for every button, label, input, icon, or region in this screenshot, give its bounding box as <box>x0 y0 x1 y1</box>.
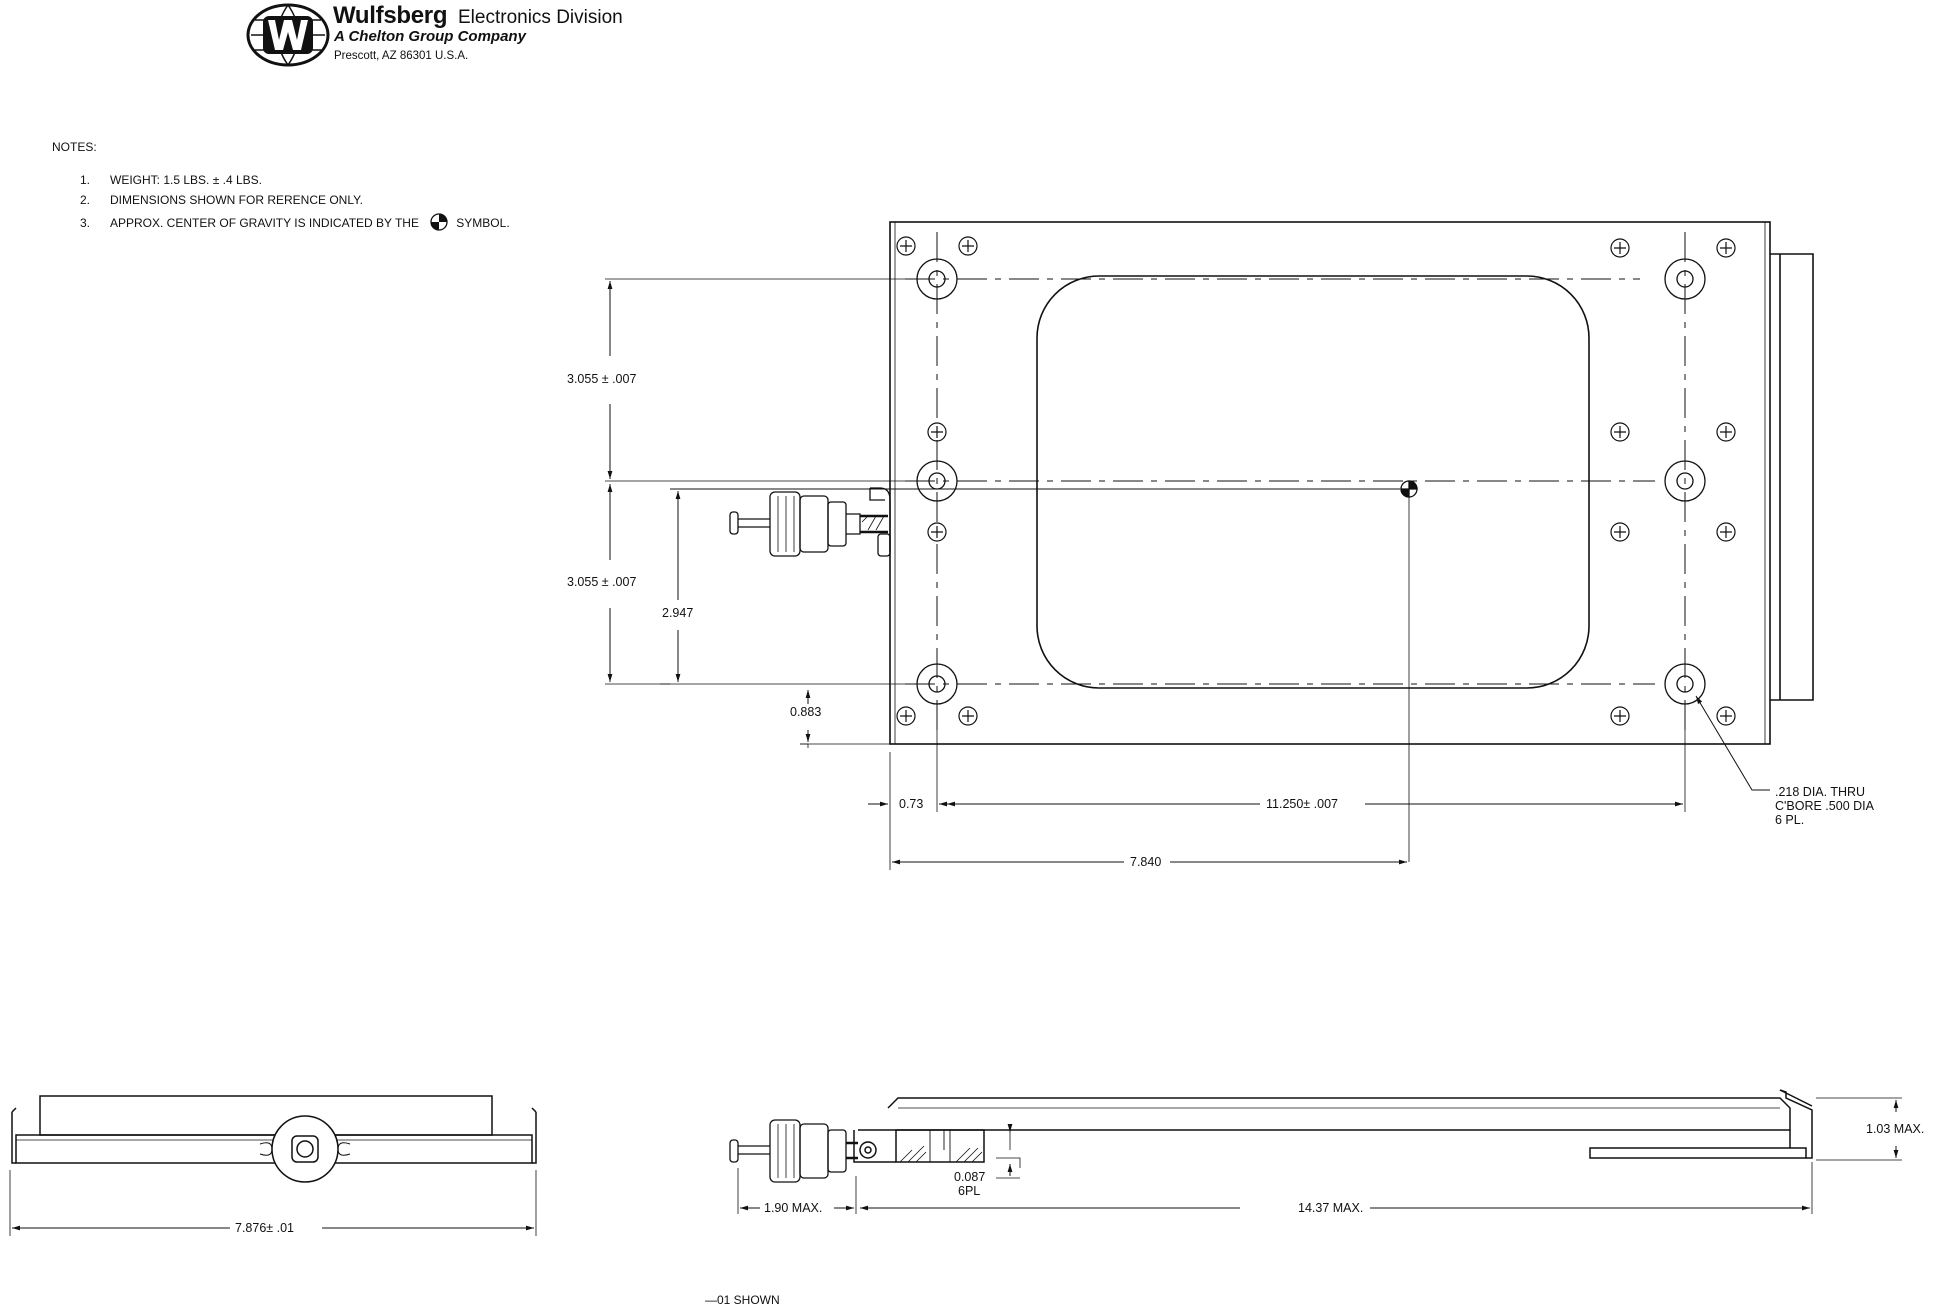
dim-upper-height: 3.055 ± .007 <box>567 372 637 386</box>
dim-hole-spacing: 11.250± .007 <box>1266 797 1338 811</box>
dim-front-width: 7.876± .01 <box>235 1221 294 1235</box>
rear-flange <box>1770 253 1814 701</box>
side-rear-rail <box>1589 1147 1807 1159</box>
screw-icon <box>1610 422 1630 442</box>
dim-left-offset: 0.73 <box>899 797 924 811</box>
dim-cg-x: 7.840 <box>1130 855 1162 869</box>
dim-connector-length: 1.90 MAX. <box>764 1201 823 1215</box>
screw-icon <box>1610 522 1630 542</box>
screw-icon <box>1716 522 1736 542</box>
note-number: 3. <box>80 216 91 230</box>
note-text: APPROX. CENTER OF GRAVITY IS INDICATED B… <box>110 216 419 230</box>
screw-icon <box>958 706 978 726</box>
front-unit-body <box>39 1095 493 1136</box>
front-tray-base <box>15 1134 533 1164</box>
notes-title: NOTES: <box>52 140 97 154</box>
mounting-hole <box>916 258 958 300</box>
hold-down-knob-top <box>729 487 891 557</box>
brand-subtitle: A Chelton Group Company <box>334 28 526 45</box>
brand-division: Electronics Division <box>458 7 623 28</box>
top-view <box>605 221 1814 862</box>
screw-icon <box>1716 706 1736 726</box>
note-item: 3. APPROX. CENTER OF GRAVITY IS INDICATED… <box>80 213 510 231</box>
mounting-hole <box>1664 258 1706 300</box>
dim-bottom-offset: 0.883 <box>790 705 822 719</box>
side-tray-plate <box>858 1097 1791 1131</box>
brand-name: Wulfsberg <box>333 2 448 29</box>
front-width-dimension <box>9 1170 537 1236</box>
screw-icon <box>927 422 947 442</box>
screw-icon <box>896 706 916 726</box>
front-view <box>11 1095 537 1183</box>
screw-icon <box>1716 238 1736 258</box>
mounting-hole <box>916 460 958 502</box>
dim-height-max: 1.03 MAX. <box>1866 1122 1925 1136</box>
tray-outline <box>889 221 1771 745</box>
dim-tray-length: 14.37 MAX. <box>1298 1201 1364 1215</box>
dim-cg-height: 2.947 <box>662 606 694 620</box>
wulfsberg-logo-icon <box>246 3 330 67</box>
note-text: WEIGHT: 1.5 LBS. ± .4 LBS. <box>110 173 262 187</box>
side-view-dimensions <box>737 1097 1902 1214</box>
hole-callout-line-3: 6 PL. <box>1775 813 1805 827</box>
note-number: 1. <box>80 173 91 187</box>
screw-icon <box>896 236 916 256</box>
hold-down-knob-side <box>729 1119 858 1183</box>
cbore-section <box>895 1129 985 1163</box>
center-cutout <box>1036 275 1590 689</box>
side-view <box>853 1089 1813 1163</box>
note-item: 1. WEIGHT: 1.5 LBS. ± .4 LBS. <box>80 173 262 187</box>
dim-cbore-qty: 6PL <box>958 1184 981 1198</box>
dim-lower-height: 3.055 ± .007 <box>567 575 637 589</box>
screw-icon <box>1716 422 1736 442</box>
note-number: 2. <box>80 193 91 207</box>
brand-address: Prescott, AZ 86301 U.S.A. <box>334 50 469 62</box>
hole-callout-line-2: C'BORE .500 DIA <box>1775 799 1874 813</box>
side-screw-eye <box>859 1141 877 1159</box>
screw-icon <box>958 236 978 256</box>
mounting-hole <box>1664 460 1706 502</box>
dim-cbore-depth: 0.087 <box>954 1170 986 1184</box>
screw-icon <box>1610 706 1630 726</box>
center-of-gravity-icon <box>430 213 448 231</box>
center-of-gravity-icon <box>1400 480 1418 498</box>
hole-callout-line-1: .218 DIA. THRU <box>1775 785 1866 799</box>
screw-icon <box>927 522 947 542</box>
note-text-end: SYMBOL. <box>456 216 510 230</box>
view-caption: —01 SHOWN <box>705 1293 780 1307</box>
note-item: 2. DIMENSIONS SHOWN FOR RERENCE ONLY. <box>80 193 363 207</box>
dimension-lines <box>607 281 1770 870</box>
screws <box>896 236 1736 726</box>
front-knob <box>271 1115 339 1183</box>
note-text: DIMENSIONS SHOWN FOR RERENCE ONLY. <box>110 193 363 207</box>
screw-icon <box>1610 238 1630 258</box>
